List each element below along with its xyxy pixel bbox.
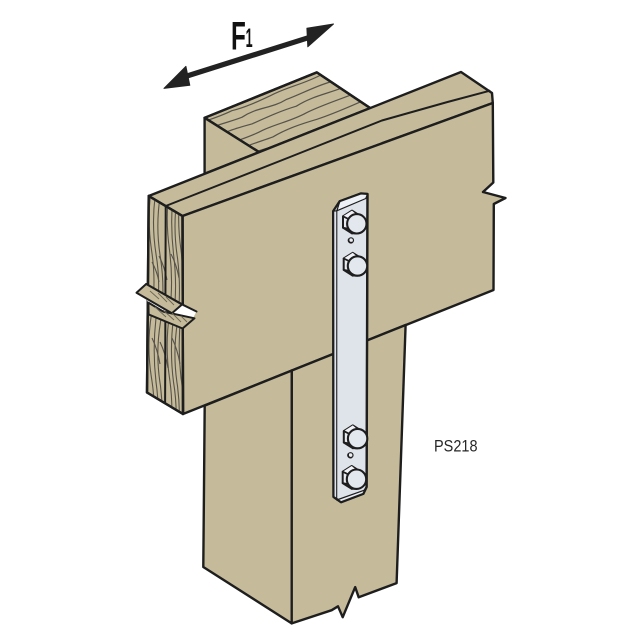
svg-text:F: F xyxy=(231,14,246,58)
svg-text:PS218: PS218 xyxy=(434,438,478,456)
svg-text:1: 1 xyxy=(246,23,253,53)
